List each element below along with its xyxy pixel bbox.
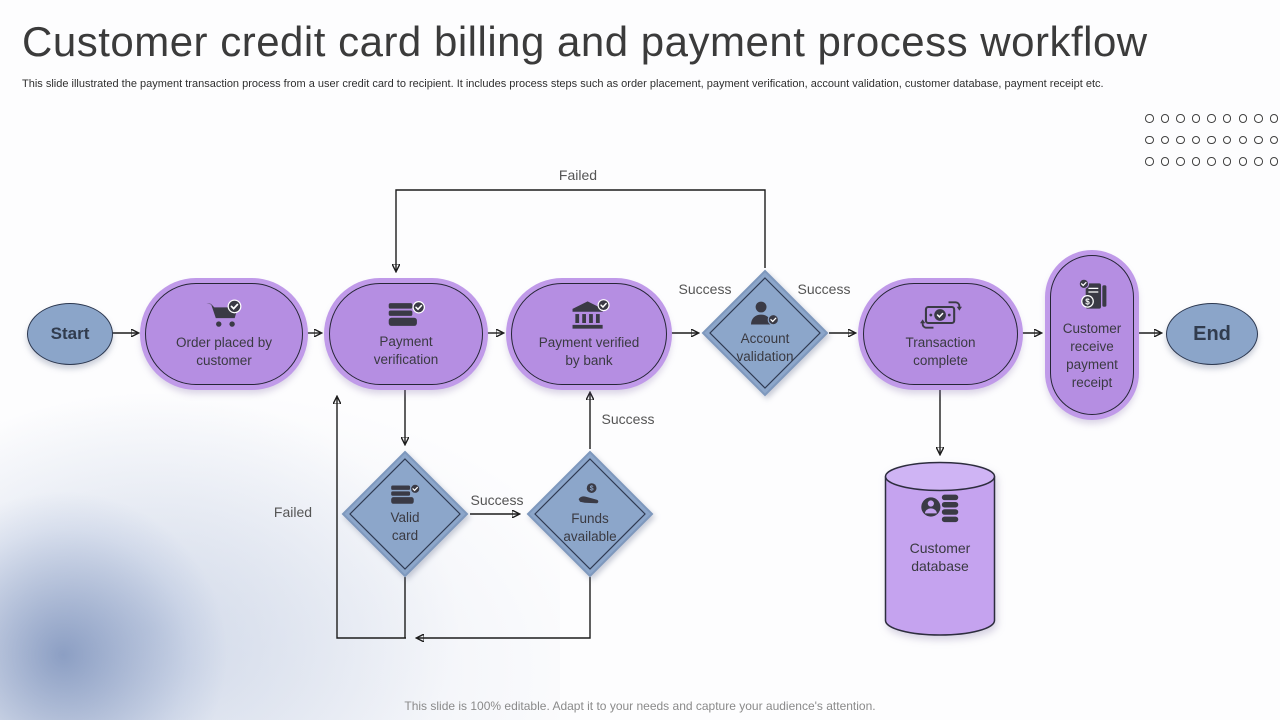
node-label: Valid card — [390, 510, 420, 543]
node-label: Funds available — [563, 511, 617, 544]
hand-coin-icon: $ — [578, 483, 599, 504]
end-label: End — [1193, 322, 1231, 345]
money-transfer-icon — [919, 301, 962, 329]
dot — [1269, 157, 1279, 166]
node-end: End — [1166, 303, 1258, 365]
dot — [1145, 157, 1154, 166]
node-account-validation: Account validation — [701, 269, 829, 397]
node-label: Transaction complete — [905, 334, 976, 368]
edge-label-success-after-account: Success — [797, 281, 851, 297]
node-customer-database: Customer database — [884, 461, 996, 642]
dot — [1145, 114, 1154, 123]
edge-label-failed-left: Failed — [273, 504, 313, 520]
node-label: Customer database — [909, 540, 971, 575]
dot — [1254, 114, 1263, 123]
footer-note: This slide is 100% editable. Adapt it to… — [404, 699, 876, 713]
edge-label-success-before-account: Success — [678, 281, 732, 297]
dot — [1191, 114, 1201, 123]
dot — [1191, 157, 1201, 166]
page-title: Customer credit card billing and payment… — [22, 18, 1148, 65]
user-check-icon — [751, 301, 779, 326]
dot — [1254, 135, 1263, 144]
node-order-placed: Order placed by customer — [145, 283, 303, 385]
dot — [1222, 157, 1232, 166]
cylinder-shape — [884, 461, 996, 636]
dot — [1207, 135, 1216, 144]
dot — [1222, 135, 1232, 144]
node-label: Payment verified by bank — [538, 334, 640, 368]
node-payment-verification: Payment verification — [329, 283, 483, 385]
dot — [1238, 135, 1248, 144]
node-label: Payment verification — [373, 333, 439, 367]
dot — [1191, 135, 1201, 144]
dot — [1160, 157, 1170, 166]
svg-text:$: $ — [1085, 298, 1090, 307]
dot — [1254, 157, 1263, 166]
dot — [1269, 114, 1279, 123]
dot — [1222, 114, 1232, 123]
node-label: Account validation — [736, 331, 794, 364]
node-transaction-complete: Transaction complete — [863, 283, 1018, 385]
node-label: Customer receive payment receipt — [1062, 321, 1122, 390]
dot — [1238, 114, 1248, 123]
dot — [1207, 114, 1216, 123]
slide-subtitle: This slide illustrated the payment trans… — [22, 78, 1104, 90]
node-label: Order placed by customer — [175, 334, 273, 368]
start-label: Start — [50, 324, 90, 343]
cart-check-icon — [206, 299, 242, 327]
diamond-shape — [701, 269, 829, 397]
dot — [1160, 135, 1170, 144]
dot — [1176, 135, 1185, 144]
card-check-icon — [391, 484, 421, 504]
dot — [1160, 114, 1170, 123]
node-funds-available: $ Funds available — [526, 450, 654, 578]
node-valid-card: Valid card — [341, 450, 469, 578]
edge-label-success-valid-to-funds: Success — [470, 492, 524, 508]
card-check-icon — [388, 300, 425, 326]
node-start: Start — [27, 303, 113, 365]
dot — [1269, 135, 1279, 144]
receipt-icon: $ — [1078, 279, 1107, 309]
diamond-shape — [526, 450, 654, 578]
dots-grid — [1145, 114, 1280, 179]
diamond-shape — [341, 450, 469, 578]
dot — [1238, 157, 1248, 166]
node-customer-receipt: $ Customer receive payment receipt — [1050, 255, 1134, 415]
user-database-icon — [921, 494, 959, 523]
bank-check-icon — [572, 298, 610, 329]
edge-label-failed-top: Failed — [558, 167, 598, 183]
svg-text:$: $ — [590, 486, 594, 493]
dot — [1145, 135, 1154, 144]
edge-label-success-funds-to-bank: Success — [601, 411, 655, 427]
dot — [1207, 157, 1216, 166]
dot — [1176, 114, 1185, 123]
dot — [1176, 157, 1185, 166]
node-payment-verified-bank: Payment verified by bank — [511, 283, 667, 385]
